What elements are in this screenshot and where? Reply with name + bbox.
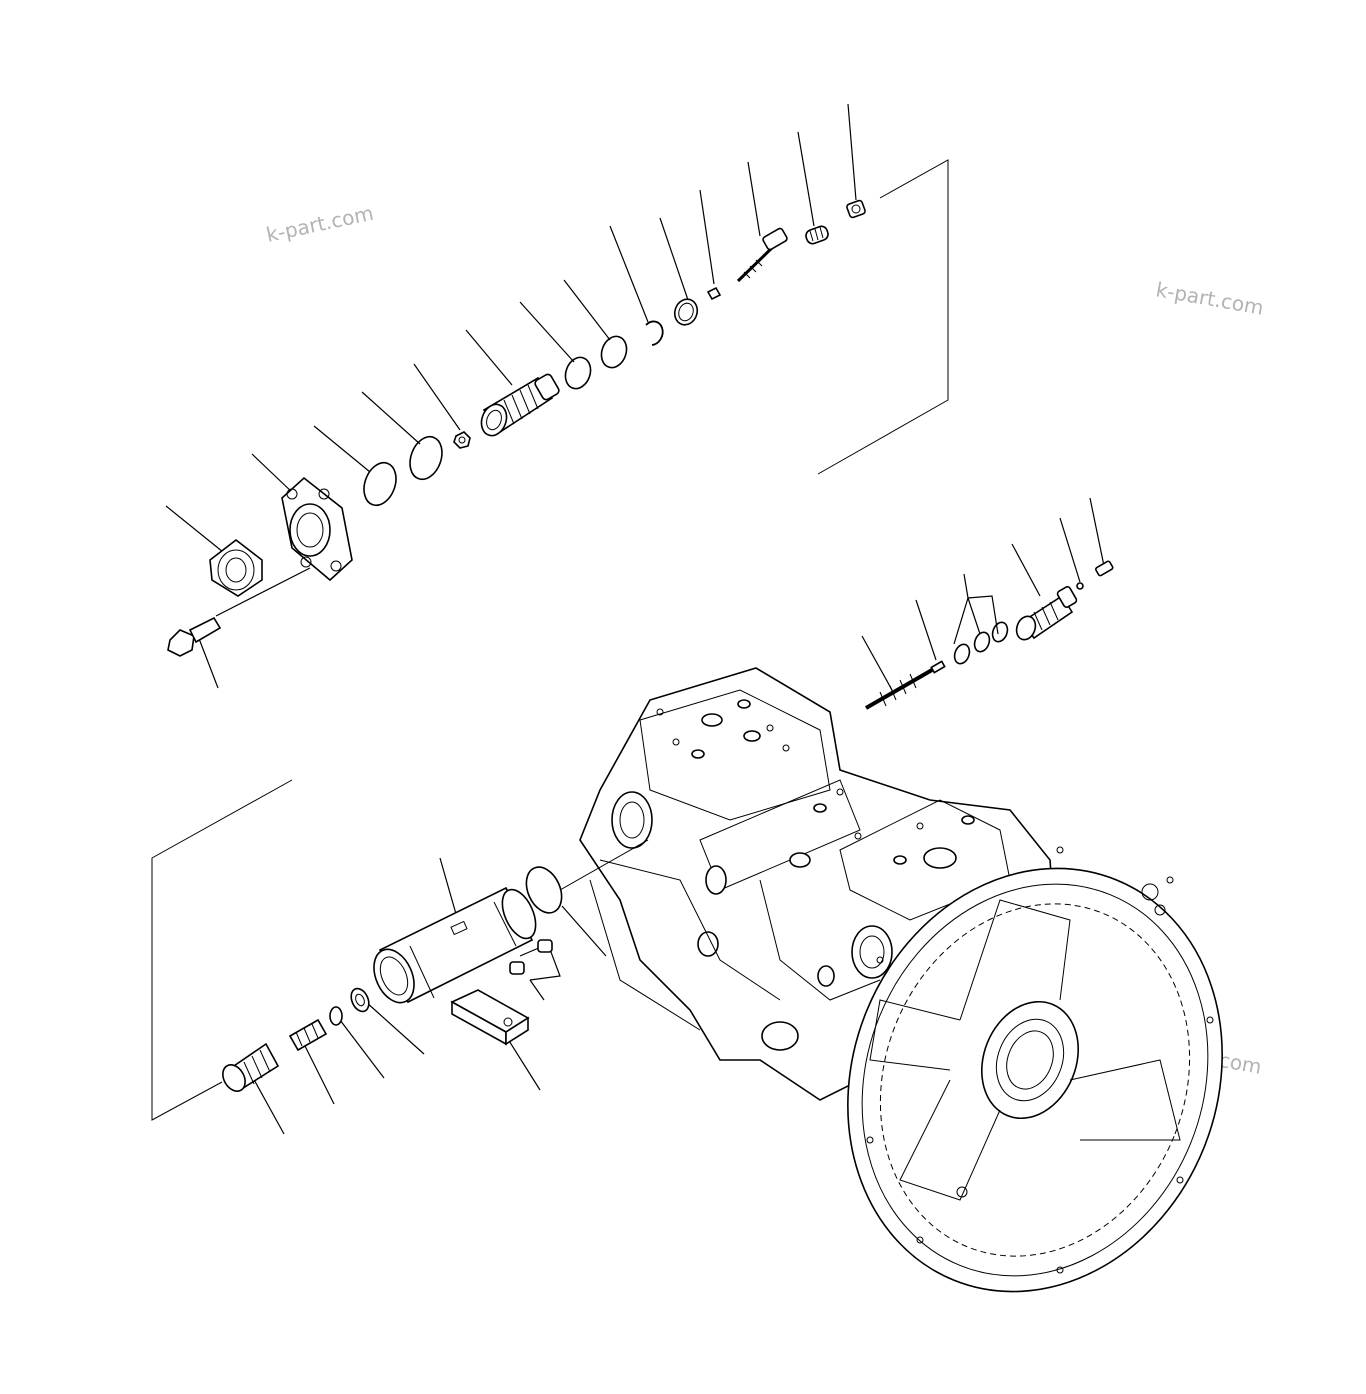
o-ring-icon — [564, 356, 592, 390]
bolt-icon — [167, 616, 222, 657]
o-ring-icon — [973, 631, 991, 653]
lower-parts-row — [222, 839, 649, 1135]
spring-icon — [805, 225, 829, 245]
snap-ring-icon — [645, 320, 664, 346]
nut-icon — [453, 431, 471, 449]
spring-icon — [222, 1042, 280, 1092]
o-ring-icon — [991, 621, 1009, 643]
ring-icon — [673, 298, 699, 326]
right-parts-row — [861, 497, 1114, 710]
plug-icon — [509, 939, 553, 975]
screw-icon — [1095, 560, 1114, 577]
plug-icon — [846, 199, 866, 219]
valve-spool-icon — [865, 668, 933, 710]
cylinder-sleeve-icon — [373, 886, 537, 1004]
o-ring-icon — [600, 335, 628, 369]
o-ring-icon — [953, 643, 971, 665]
o-ring-icon — [525, 866, 563, 914]
washer-icon — [350, 987, 370, 1013]
hex-nut-icon — [209, 538, 263, 597]
spring-plug-icon — [480, 373, 560, 437]
upper-parts-row — [165, 103, 866, 689]
watermark-top-right: k-part.com — [1154, 277, 1265, 320]
upper-group-bracket — [817, 159, 949, 475]
ball-icon — [1076, 582, 1084, 590]
flywheel-housing-icon — [847, 846, 1223, 1293]
lower-group-bracket — [151, 779, 293, 1121]
valve-pin-icon — [736, 227, 788, 283]
watermark-top-left: k-part.com — [264, 201, 376, 247]
ball-icon — [706, 286, 722, 301]
key-block-icon — [450, 989, 530, 1046]
pin-icon — [930, 660, 946, 674]
seat-icon — [329, 1006, 343, 1026]
flange-icon — [281, 476, 353, 582]
spring-plug-icon — [1015, 586, 1078, 641]
o-ring-icon — [363, 461, 397, 507]
spring-icon — [288, 1018, 328, 1052]
o-ring-icon — [409, 435, 443, 481]
